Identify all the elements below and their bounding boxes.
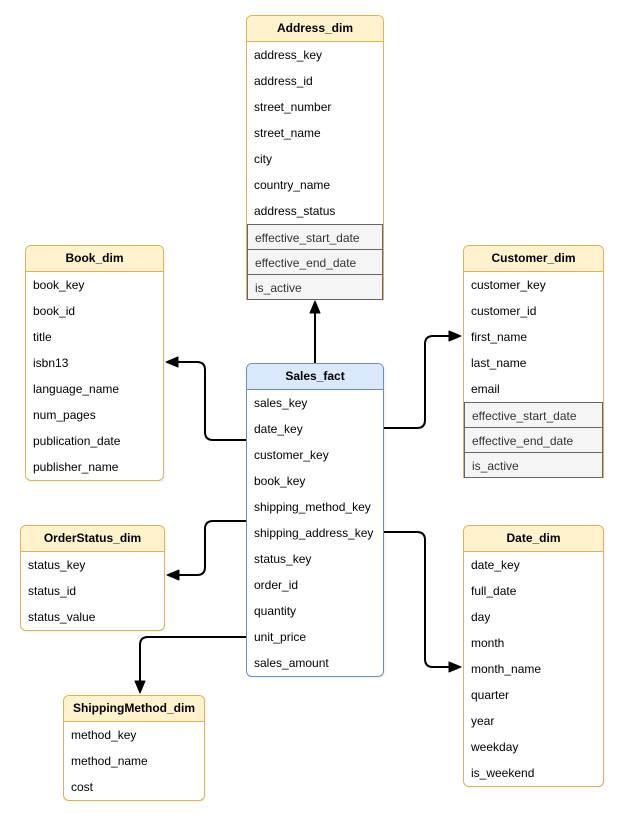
field-row-effective_start_date: effective_start_date	[247, 224, 383, 250]
field-row-weekday: weekday	[471, 740, 519, 754]
field-row-email: email	[471, 382, 500, 396]
table-title-customer_dim: Customer_dim	[464, 246, 603, 272]
arrow-down-icon	[134, 680, 146, 694]
table-address_dim: Address_dim address_key address_id street_n…	[246, 15, 384, 300]
field-row-customer_key: customer_key	[471, 278, 546, 292]
field-row-title: title	[33, 330, 52, 344]
field-row-book_key: book_key	[254, 474, 306, 488]
table-title-address_dim: Address_dim	[247, 16, 383, 42]
field-row-last_name: last_name	[471, 356, 527, 370]
connector-sales_fact-to-orderstatus_dim	[166, 520, 246, 581]
field-row-date_key: date_key	[254, 422, 303, 436]
field-row-unit_price: unit_price	[254, 630, 307, 644]
field-row-status_key: status_key	[254, 552, 312, 566]
field-row-country_name: country_name	[254, 178, 331, 192]
field-row-address_status: address_status	[254, 204, 336, 218]
field-row-book_id: book_id	[33, 304, 76, 318]
field-row-address_key: address_key	[254, 48, 323, 62]
field-row-sales_amount: sales_amount	[254, 656, 329, 670]
field-row-effective_end_date: effective_end_date	[464, 427, 603, 453]
field-row-street_name: street_name	[254, 126, 321, 140]
field-row-status_id: status_id	[28, 584, 77, 598]
field-row-sales_key: sales_key	[254, 396, 308, 410]
arrow-right-icon	[448, 330, 462, 342]
table-title-date_dim: Date_dim	[464, 526, 603, 552]
connector-sales_fact-to-date_dim	[384, 531, 462, 673]
field-row-shipping_method_key: shipping_method_key	[254, 500, 371, 514]
field-row-is_weekend: is_weekend	[471, 766, 535, 780]
field-row-date_key: date_key	[471, 558, 520, 572]
connector-sales_fact-to-book_dim	[165, 356, 246, 441]
arrow-up-icon	[309, 300, 321, 314]
field-row-customer_id: customer_id	[471, 304, 537, 318]
connector-sales_fact-to-shippingmethod_dim	[134, 636, 246, 694]
field-row-publication_date: publication_date	[33, 434, 121, 448]
table-title-book_dim: Book_dim	[26, 246, 163, 272]
field-row-effective_start_date: effective_start_date	[464, 402, 603, 428]
field-row-cost: cost	[71, 780, 94, 794]
table-title-orderstatus_dim: OrderStatus_dim	[21, 526, 164, 552]
field-row-method_name: method_name	[71, 754, 148, 768]
field-row-first_name: first_name	[471, 330, 528, 344]
arrow-left-icon	[166, 569, 180, 581]
field-row-shipping_address_key: shipping_address_key	[254, 526, 374, 540]
field-row-num_pages: num_pages	[33, 408, 96, 422]
field-row-status_key: status_key	[28, 558, 86, 572]
field-row-customer_key: customer_key	[254, 448, 329, 462]
field-row-order_id: order_id	[254, 578, 299, 592]
field-row-status_value: status_value	[28, 610, 96, 624]
table-title-sales_fact: Sales_fact	[247, 364, 383, 390]
field-row-city: city	[254, 152, 272, 166]
field-row-full_date: full_date	[471, 584, 517, 598]
table-title-shippingmethod_dim: ShippingMethod_dim	[64, 696, 204, 722]
connector-sales_fact-to-customer_dim	[384, 330, 462, 429]
field-row-isbn13: isbn13	[33, 356, 69, 370]
connector-sales_fact-to-address_dim	[309, 300, 321, 363]
field-row-publisher_name: publisher_name	[33, 460, 119, 474]
field-row-effective_end_date: effective_end_date	[247, 249, 383, 275]
field-row-method_key: method_key	[71, 728, 137, 742]
field-row-language_name: language_name	[33, 382, 120, 396]
field-row-quarter: quarter	[471, 688, 510, 702]
field-row-month_name: month_name	[471, 662, 542, 676]
field-row-street_number: street_number	[254, 100, 332, 114]
arrow-right-icon	[448, 661, 462, 673]
field-row-is_active: is_active	[247, 274, 383, 300]
field-row-book_key: book_key	[33, 278, 85, 292]
field-row-year: year	[471, 714, 495, 728]
arrow-left-icon	[165, 356, 179, 368]
field-row-address_id: address_id	[254, 74, 313, 88]
field-row-quantity: quantity	[254, 604, 297, 618]
field-row-day: day	[471, 610, 491, 624]
field-row-month: month	[471, 636, 505, 650]
field-row-is_active: is_active	[464, 452, 603, 478]
